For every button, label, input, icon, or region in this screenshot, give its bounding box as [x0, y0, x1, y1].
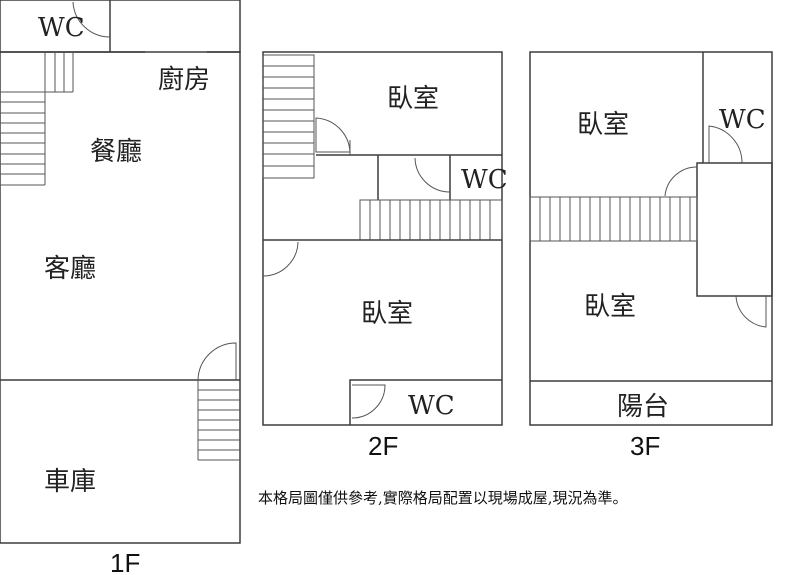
- stair-icon: [197, 380, 240, 461]
- stair-icon: [529, 196, 698, 242]
- room-label-bedroom: 臥室: [387, 84, 439, 114]
- floor-3-plan: 臥室 WC 臥室 陽台 3F: [529, 51, 773, 461]
- stair-icon: [262, 54, 315, 179]
- room-label-bedroom: 臥室: [361, 299, 413, 329]
- room-label-wc: WC: [461, 165, 508, 195]
- door-icon: [414, 157, 451, 193]
- wc-area-1f: [0, 0, 241, 53]
- door-icon: [197, 342, 237, 381]
- room-label-bedroom: 臥室: [577, 110, 629, 140]
- disclaimer-note: 本格局圖僅供參考,實際格局配置以現場成屋,現況為準。: [258, 489, 628, 507]
- stair-icon: [0, 52, 74, 186]
- room-label-bedroom: 臥室: [584, 292, 636, 322]
- room-label-wc: WC: [408, 391, 455, 421]
- door-icon: [72, 1, 111, 38]
- stair-icon: [359, 199, 503, 241]
- room-label-living: 客廳: [44, 254, 96, 284]
- floor-label-3f: 3F: [630, 431, 660, 461]
- room-label-garage: 車庫: [44, 467, 96, 497]
- room-label-wc: WC: [719, 105, 766, 135]
- door-icon: [664, 166, 698, 197]
- room-label-wc: WC: [38, 13, 85, 43]
- floor-label-2f: 2F: [368, 431, 398, 461]
- floor-1-plan: WC 廚房 餐廳 客廳 車庫 1F: [0, 0, 241, 575]
- door-icon: [351, 384, 386, 419]
- door-icon: [315, 117, 351, 153]
- floor-label-1f: 1F: [110, 548, 140, 575]
- floor-2-plan: 臥室 WC 臥室 WC 2F: [262, 51, 508, 461]
- room-label-balcony: 陽台: [617, 392, 669, 422]
- door-icon: [735, 295, 767, 328]
- room-label-dining: 餐廳: [90, 137, 142, 167]
- door-icon: [708, 125, 743, 164]
- door-icon: [262, 241, 299, 277]
- room-label-kitchen: 廚房: [158, 65, 210, 95]
